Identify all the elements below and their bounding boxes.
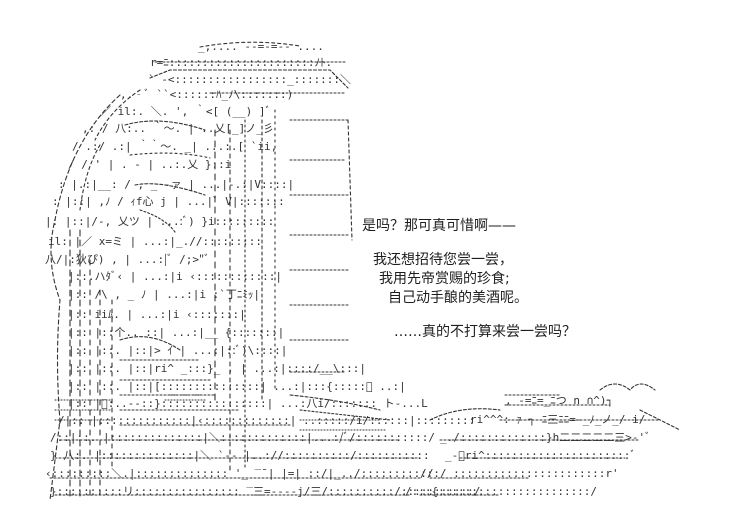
svg-text:/ / ' | . - | ..:.: / / ' | . - | ..:.乂 }::i bbox=[68, 158, 231, 171]
svg-text:/|:: |::::::::::::::|‹::::::: /|:: |::::::::::::::|‹:::::::::::::| ..:… bbox=[58, 414, 475, 427]
svg-text:‹:::::::::＼.|:::::::::::::: '_: ‹:::::::::＼.|:::::::::::::: '_ ‾¯| |=| :… bbox=[45, 467, 434, 480]
svg-text:il: |／ x=ミ | ...: il: |／ x=ミ | ...:|_.//::::::::: bbox=[48, 235, 262, 248]
svg-text:|:: |::. |::|ri^ _:::}_ , |: |:: |::. |::|ri^ _:::}_ , | ...:|::::/__… bbox=[68, 362, 366, 375]
svg-text:|:: |ﾞ:..‐-::}:::::::::::::::: |:: |ﾞ:..‐-::}::::::::::::::::| ...:八i/:… bbox=[68, 397, 428, 410]
svg-text:,.‐ﾞ ``<::::::ﾊ_ﾉ\::::: ,.‐ﾞ ``<::::::ﾊ_ﾉ\:::::::) bbox=[120, 88, 293, 101]
dialogue-line-3: 我用先帝赏赐的珍食; bbox=[379, 271, 510, 287]
svg-text:/ .:/ .:| ｀｀～. _| ...:.[: / .:/ .:| ｀｀～. _| ...:.[ `ii, bbox=[72, 138, 277, 153]
svg-text:|:: |::. |::|[::::::::::::::: |:: |::. |::|[:::::::::::::::| ...:|:::{… bbox=[68, 380, 406, 393]
svg-text:|: |::|/-, 乂ツ | ...:: |: |::|/-, 乂ツ | ...:ﾞ) }i::::::::: bbox=[45, 215, 274, 228]
svg-text:|:: |::个.. ::| ...:: |:: |::个.. ::| ...:|__ {:::::::| bbox=[68, 326, 284, 339]
svg-text:} 八:. |::::::::::::::|＼ `-‐: } 八:. |::::::::::::::|＼ `-‐ |..://::::::… bbox=[50, 449, 430, 462]
dialogue-line-4: 自己动手酿的美酒呢。 bbox=[388, 290, 528, 306]
svg-text:|:: |::. |::|> ｲ | ...: |:: |::. |::|> ｲ | ...:|::ﾞ)\::::| bbox=[68, 344, 287, 357]
svg-text:|:: iiﾑ. | ...:: |:: iiﾑ. | ...:|i ‹:::::::| bbox=[68, 308, 246, 321]
svg-text:／ il:. ＼. ', ｀<[ (__) ]: ／ il:. ＼. ', ｀<[ (__) ]ﾞ bbox=[100, 103, 271, 118]
svg-text:/:::{:::::::::::::::::::::::/: /:::{:::::::::::::::::::::::/ bbox=[405, 485, 597, 498]
svg-text:: |.:|__: / , _ ‐ァ | ..: : |.:|__: / , _ ‐ァ | ...|-.:|V::::| bbox=[58, 178, 294, 191]
svg-text:/::|::. |::::::::::::::|＼::::: /::|::. |::::::::::::::|＼:::::::::::::|.… bbox=[50, 431, 435, 444]
svg-text:_,.... -‐=‐=‐- ....: _,.... -‐=‐=‐- .... bbox=[198, 40, 324, 53]
svg-text:_-ﾞri^::::::::::::::::::::::ﾞ: _-ﾞri^::::::::::::::::::::::ﾞ bbox=[445, 449, 636, 462]
svg-text:r=ﾆ::::::::::::::::::::::ﾉﾄ.: r=ﾆ::::::::::::::::::::::ﾉﾄ. bbox=[150, 56, 332, 69]
svg-text:|:: /\ , _ ﾉ | ...:|: |:: /\ , _ ﾉ | ...:|i :`丁ﾆﾐｯ| bbox=[68, 288, 260, 301]
svg-text:/::/ :::::::::::::::::::::::r': /::/ :::::::::::::::::::::::r' bbox=[420, 467, 619, 480]
svg-text:|::.ハﾀﾞ‹ | ...:|: |::.ハﾀﾞ‹ | ...:|i ‹::::::::::::| bbox=[68, 270, 282, 283]
svg-text:: |::| ,ﾉ / ｨf心 j | ...|: : |::| ,ﾉ / ｨf心 j | ...|ﾞ V|::::::: bbox=[52, 195, 285, 208]
dialogue-line-2: 我还想招待您尝一尝， bbox=[373, 252, 513, 268]
svg-text:}::::::::::リ:::::::::::::::: ‾: }::::::::::リ:::::::::::::::: ‾三=‐‐‐‐j/三/… bbox=[50, 485, 480, 498]
svg-text:八/|:狄ぴ) , | ...:|: 八/|:狄ぴ) , | ...:|ﾞ /;>"ﾞ bbox=[45, 253, 210, 266]
svg-text:_./:::::::::::::}h二二二二二三>‐'ﾞ: _./:::::::::::::}h二二二二二三>‐'ﾞ bbox=[440, 431, 651, 444]
svg-text:,: / 八:.. ｀～. | ..乂[_]ノ_: ,: / 八:.. ｀～. | ..乂[_]ノ_彡 bbox=[82, 120, 274, 135]
svg-text:ri^^^: ｧ-┐ ﾆ三ﾆﾆ=‐_ﾉ_ノ_/ i/: ri^^^: ｧ-┐ ﾆ三ﾆﾆ=‐_ﾉ_ノ_/ i/ bbox=[470, 413, 645, 426]
svg-text:` ‐<:::::::::::::::::_:::::::＼: ` ‐<:::::::::::::::::_:::::::＼ bbox=[148, 73, 351, 86]
svg-text:, -=ﾆ=_ﾆつ n ∩^)┐: , -=ﾆ=_ﾆつ n ∩^)┐ bbox=[505, 394, 613, 407]
dialogue-line-1: 是吗？那可真可惜啊—— bbox=[362, 218, 516, 234]
dialogue-line-5: ……真的不打算来尝一尝吗？ bbox=[394, 324, 576, 340]
